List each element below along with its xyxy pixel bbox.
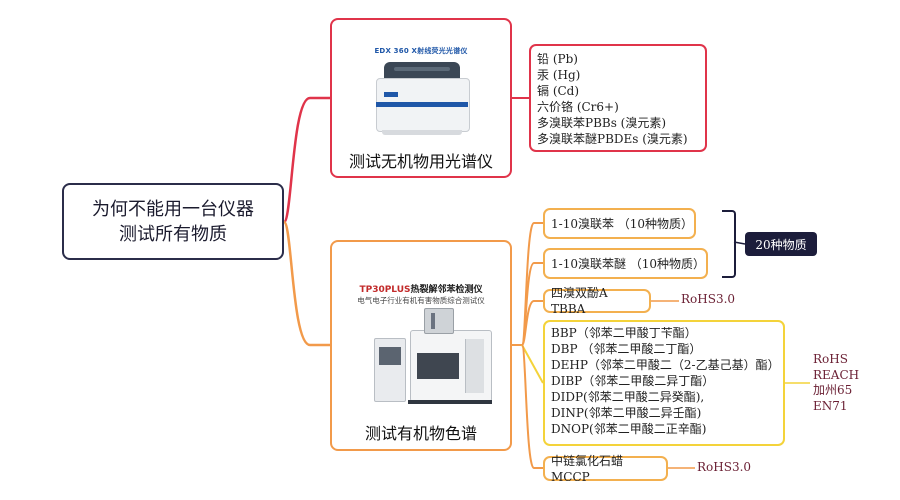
tbba-label: 四溴双酚A TBBA (551, 286, 608, 316)
organic-device-card: TP30PLUS热裂解邻苯检测仪 电气电子行业有机有害物质综合测试仪 测试有机物… (330, 240, 512, 451)
pbb-label: 1-10溴联苯 （10种物质） (551, 216, 694, 231)
root-line-2: 测试所有物质 (119, 223, 227, 245)
tp30-brand: TP30PLUS (359, 285, 411, 295)
regulation-tag: EN71 (813, 398, 848, 413)
list-item: DINP(邻苯二甲酸二异壬酯) (551, 406, 702, 420)
list-item: DNOP(邻苯二甲酸二正辛酯) (551, 422, 707, 436)
pbb-node: 1-10溴联苯 （10种物质） (543, 208, 696, 239)
regulation-tag: RoHS (813, 352, 848, 366)
summary-badge: 20种物质 (745, 232, 817, 256)
mccp-regulation-tag: RoHS3.0 (697, 460, 752, 474)
mccp-node: 中链氯化石蜡 MCCP (543, 454, 668, 484)
regulation-tag: 加州65 (813, 383, 853, 397)
pbde-label: 1-10溴联苯醚 （10种物质） (551, 256, 706, 271)
branch-root-organic (282, 220, 330, 347)
tp30-caption-rest: 热裂解邻苯检测仪 (410, 285, 483, 295)
root-topic: 为何不能用一台仪器 测试所有物质 (62, 183, 284, 260)
inorganic-device-card: EDX 360 X射线荧光光谱仪 测试无机物用光谱仪 (330, 18, 512, 178)
list-item: 多溴联苯醚PBDEs (溴元素) (537, 132, 688, 146)
list-item: 六价铬 (Cr6+) (537, 100, 619, 114)
edx-caption: EDX 360 X射线荧光光谱仪 (374, 47, 468, 55)
chromatograph-image (374, 308, 492, 404)
mccp-label: 中链氯化石蜡 MCCP (551, 453, 624, 484)
inorganic-device-label: 测试无机物用光谱仪 (348, 152, 493, 171)
branch-organic-phthalates (521, 344, 544, 384)
list-item: DIDP(邻苯二甲酸二异癸酯), (551, 390, 705, 404)
list-item: BBP（邻苯二甲酸丁苄酯） (551, 326, 697, 340)
tp30-subcaption: 电气电子行业有机有害物质综合测试仪 (357, 296, 485, 305)
summary-label: 20种物质 (755, 237, 807, 252)
list-item: 镉 (Cd) (537, 84, 580, 98)
tbba-regulation-tag: RoHS3.0 (681, 292, 736, 306)
list-item: 多溴联苯PBBs (溴元素) (537, 116, 667, 130)
tbba-node: 四溴双酚A TBBA (543, 286, 651, 316)
list-item: DIBP（邻苯二甲酸二异丁酯） (551, 374, 715, 388)
summary-bracket (722, 210, 736, 278)
xrf-spectrometer-image (376, 62, 470, 136)
list-item: 铅 (Pb) (537, 52, 578, 66)
branch-root-inorganic (282, 96, 330, 224)
phthalate-regulation-tags: RoHS REACH 加州65 EN71 (813, 352, 883, 414)
branch-organic-mccp (521, 344, 543, 469)
organic-device-label: 测试有机物色谱 (364, 424, 477, 443)
phthalates-list: BBP（邻苯二甲酸丁苄酯） DBP （邻苯二甲酸二丁酯） DEHP（邻苯二甲酸二… (543, 320, 785, 446)
pbde-node: 1-10溴联苯醚 （10种物质） (543, 248, 708, 279)
root-line-1: 为何不能用一台仪器 (92, 198, 254, 220)
regulation-tag: REACH (813, 367, 860, 382)
tp30-caption: TP30PLUS热裂解邻苯检测仪 (332, 282, 510, 295)
branch-organic-tbba (521, 300, 543, 346)
list-item: DBP （邻苯二甲酸二丁酯） (551, 342, 702, 356)
list-item: 汞 (Hg) (537, 68, 581, 82)
inorganic-elements-list: 铅 (Pb) 汞 (Hg) 镉 (Cd) 六价铬 (Cr6+) 多溴联苯PBBs… (529, 44, 707, 152)
list-item: DEHP（邻苯二甲酸二（2-乙基己基）酯） (551, 358, 780, 372)
